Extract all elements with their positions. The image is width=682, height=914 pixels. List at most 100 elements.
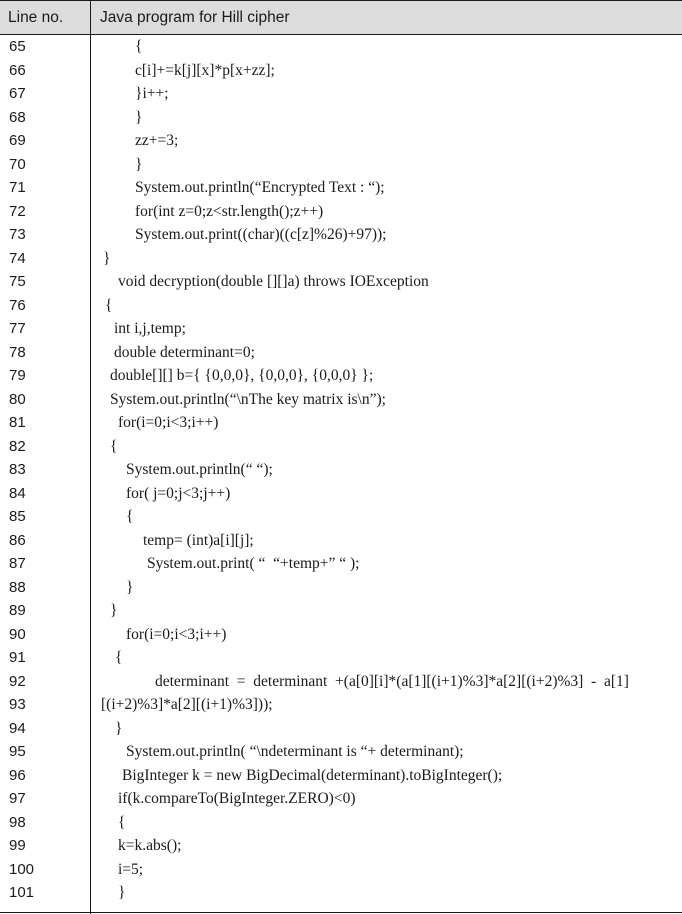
column-divider <box>90 1 91 914</box>
code-line: { <box>126 508 134 525</box>
code-line: } <box>126 578 134 596</box>
code-line: int i,j,temp; <box>114 320 186 337</box>
table-row: 78 double determinant=0; <box>0 341 682 365</box>
table-row: 75 void decryption(double [][]a) throws I… <box>0 270 682 294</box>
line-number: 91 <box>9 649 26 666</box>
line-number: 85 <box>9 508 26 525</box>
line-number: 98 <box>9 813 26 831</box>
table-row: 100 i=5; <box>0 858 682 882</box>
code-line: for(i=0;i<3;i++) <box>126 625 227 643</box>
line-number: 94 <box>9 719 26 737</box>
header-line-number: Line no. <box>8 9 64 26</box>
code-line: System.out.print( “ “+temp+” “ ); <box>147 555 360 572</box>
code-line: { <box>115 649 123 666</box>
line-number: 82 <box>9 437 26 455</box>
line-number: 65 <box>9 38 26 55</box>
line-number: 78 <box>9 343 26 361</box>
code-line: } <box>103 249 111 267</box>
code-line: temp= (int)a[i][j]; <box>143 531 254 549</box>
table-row: 101} <box>0 881 682 905</box>
code-line: System.out.println(“Encrypted Text : “); <box>135 179 385 196</box>
table-row: 70} <box>0 153 682 177</box>
table-row: 84 for( j=0;j<3;j++) <box>0 482 682 506</box>
code-line: } <box>110 602 118 619</box>
code-line: System.out.println( “\ndeterminant is “+… <box>126 743 464 760</box>
line-number: 81 <box>9 414 26 431</box>
line-number: 70 <box>9 155 26 173</box>
table-row: 88} <box>0 576 682 600</box>
code-line: double determinant=0; <box>114 343 255 361</box>
table-row: 99 k=k.abs(); <box>0 834 682 858</box>
line-number: 93 <box>9 696 26 713</box>
line-number: 69 <box>9 132 26 149</box>
code-line: void decryption(double [][]a) throws IOE… <box>118 273 429 290</box>
header-code: Java program for Hill cipher <box>100 9 290 26</box>
line-number: 99 <box>9 837 26 854</box>
code-line: { <box>135 38 143 55</box>
table-row: 77 int i,j,temp; <box>0 317 682 341</box>
line-number: 88 <box>9 578 26 596</box>
table-row: 74} <box>0 247 682 271</box>
line-number: 80 <box>9 390 26 408</box>
table-row: 83 System.out.println(“ “); <box>0 458 682 482</box>
line-number: 66 <box>9 61 26 79</box>
line-number: 90 <box>9 625 26 643</box>
code-line: c[i]+=k[j][x]*p[x+zz]; <box>135 61 275 79</box>
table-row: 94} <box>0 717 682 741</box>
code-line: } <box>118 884 126 901</box>
line-number: 83 <box>9 461 26 478</box>
table-row: 93 [(i+2)%3]*a[2][(i+1)%3])); <box>0 693 682 717</box>
code-line: [(i+2)%3]*a[2][(i+1)%3])); <box>101 696 273 713</box>
table-row: 65 { <box>0 35 682 59</box>
code-line: System.out.println(“\nThe key matrix is\… <box>110 390 386 408</box>
line-number: 67 <box>9 85 26 102</box>
line-number: 100 <box>9 860 35 878</box>
line-number: 96 <box>9 766 26 784</box>
line-number: 72 <box>9 202 26 220</box>
code-line: BigInteger k = new BigDecimal(determinan… <box>122 766 503 784</box>
table-row: 89} <box>0 599 682 623</box>
table-row: 95 System.out.println( “\ndeterminant is … <box>0 740 682 764</box>
code-line: } <box>135 108 143 126</box>
code-line: for( j=0;j<3;j++) <box>126 484 231 502</box>
table-row: 66 c[i]+=k[j][x]*p[x+zz]; <box>0 59 682 83</box>
table-row: 82 { <box>0 435 682 459</box>
code-line: { <box>105 296 113 314</box>
table-row: 80 System.out.println(“\nThe key matrix i… <box>0 388 682 412</box>
line-number: 77 <box>9 320 26 337</box>
table-row: 76{ <box>0 294 682 318</box>
code-line: for(i=0;i<3;i++) <box>118 414 219 431</box>
table-row: 72 for(int z=0;z<str.length();z++) <box>0 200 682 224</box>
code-line: if(k.compareTo(BigInteger.ZERO)<0) <box>118 790 356 807</box>
code-line: i=5; <box>118 860 144 878</box>
table-header: Line no. Java program for Hill cipher <box>0 1 682 35</box>
code-line: for(int z=0;z<str.length();z++) <box>135 202 324 220</box>
line-number: 101 <box>9 884 35 901</box>
code-line: }i++; <box>135 85 169 102</box>
code-line: } <box>135 155 143 173</box>
table-row: 81 for(i=0;i<3;i++) <box>0 411 682 435</box>
line-number: 75 <box>9 273 26 290</box>
table-row: 96 BigInteger k = new BigDecimal(determin… <box>0 764 682 788</box>
line-number: 68 <box>9 108 26 126</box>
code-line: k=k.abs(); <box>118 837 182 854</box>
table-row: 98 { <box>0 811 682 835</box>
line-number: 97 <box>9 790 26 807</box>
line-number: 74 <box>9 249 26 267</box>
line-number: 79 <box>9 367 26 384</box>
table-row: 68} <box>0 106 682 130</box>
line-number: 95 <box>9 743 26 760</box>
code-line: { <box>118 813 126 831</box>
table-row: 90 for(i=0;i<3;i++) <box>0 623 682 647</box>
code-line: System.out.println(“ “); <box>126 461 273 478</box>
code-line: { <box>110 437 118 455</box>
code-line: double[][] b={ {0,0,0}, {0,0,0}, {0,0,0}… <box>110 367 374 384</box>
line-number: 84 <box>9 484 26 502</box>
